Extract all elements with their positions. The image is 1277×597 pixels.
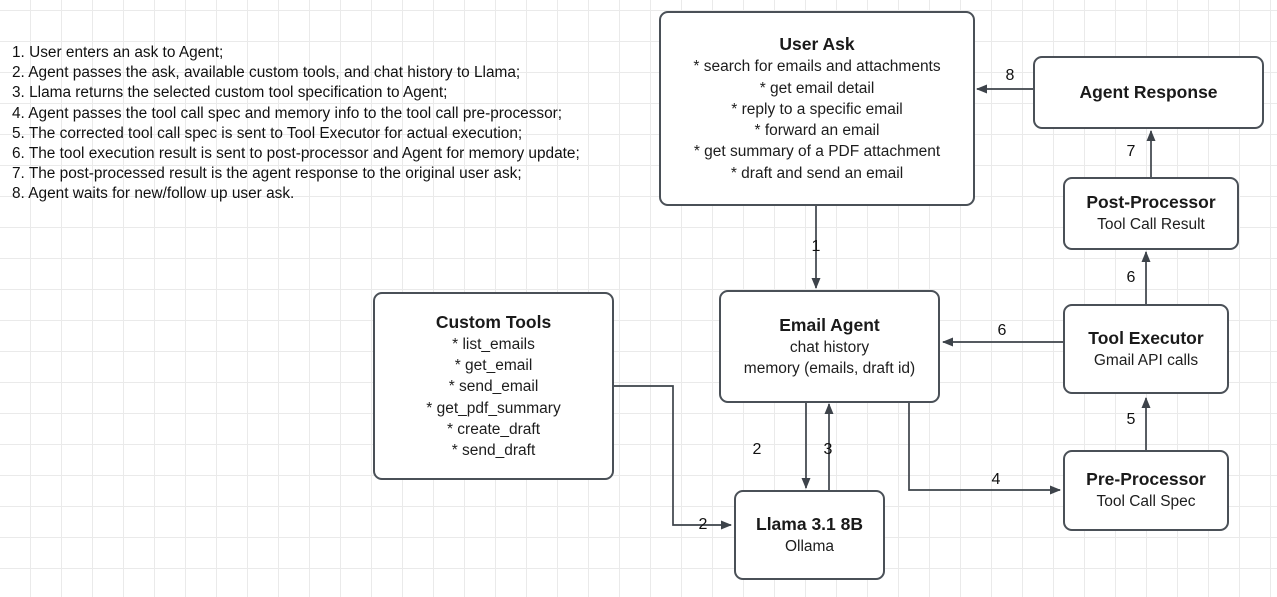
node-line: Tool Call Spec bbox=[1096, 493, 1196, 511]
edge-label-1: 1 bbox=[811, 238, 821, 255]
node-agent-response[interactable]: Agent Response bbox=[1033, 56, 1264, 129]
node-line: * reply to a specific email bbox=[731, 100, 903, 118]
node-line: * send_email bbox=[448, 378, 539, 396]
legend-step: 1. User enters an ask to Agent; bbox=[12, 44, 224, 61]
node-llama[interactable]: Llama 3.1 8B Ollama bbox=[734, 490, 885, 580]
node-line: * get_email bbox=[454, 357, 533, 375]
legend-step: 6. The tool execution result is sent to … bbox=[12, 145, 580, 163]
node-title: Pre-Processor bbox=[1086, 469, 1206, 490]
node-post-processor[interactable]: Post-Processor Tool Call Result bbox=[1063, 177, 1239, 250]
node-title: Post-Processor bbox=[1086, 192, 1216, 213]
node-user-ask[interactable]: User Ask * search for emails and attachm… bbox=[659, 11, 975, 206]
node-line: Ollama bbox=[784, 537, 835, 555]
legend-step: 7. The post-processed result is the agen… bbox=[12, 165, 522, 183]
edge-label-2-tools-llama: 2 bbox=[698, 516, 708, 533]
edge-email-agent-to-pre-processor bbox=[908, 402, 1061, 495]
edge-label-3: 3 bbox=[823, 441, 833, 458]
node-line: chat history bbox=[789, 338, 870, 356]
node-line: Tool Call Result bbox=[1097, 216, 1205, 234]
edge-label-5: 5 bbox=[1126, 411, 1136, 428]
node-line: * search for emails and attachments bbox=[693, 58, 941, 76]
node-line: * forward an email bbox=[754, 122, 880, 140]
node-line: Gmail API calls bbox=[1093, 351, 1199, 369]
node-line: * create_draft bbox=[446, 420, 541, 438]
node-title: User Ask bbox=[779, 34, 855, 55]
node-line: * get_pdf_summary bbox=[426, 399, 561, 417]
node-title: Custom Tools bbox=[435, 311, 552, 332]
node-custom-tools[interactable]: Custom Tools * list_emails * get_email *… bbox=[373, 292, 614, 480]
edge-label-2-agent-llama: 2 bbox=[752, 441, 762, 458]
node-line: * send_draft bbox=[451, 442, 536, 460]
legend-steps: 1. User enters an ask to Agent; 2. Agent… bbox=[12, 43, 580, 205]
legend-step: 5. The corrected tool call spec is sent … bbox=[12, 124, 523, 142]
node-pre-processor[interactable]: Pre-Processor Tool Call Spec bbox=[1063, 450, 1229, 531]
legend-step: 3. Llama returns the selected custom too… bbox=[12, 84, 448, 102]
legend-step: 2. Agent passes the ask, available custo… bbox=[12, 64, 521, 82]
node-line: * draft and send an email bbox=[730, 164, 904, 182]
edge-label-6-executor-agent: 6 bbox=[997, 322, 1007, 339]
node-line: * list_emails bbox=[452, 335, 535, 353]
node-title: Agent Response bbox=[1079, 81, 1218, 102]
node-line: * get summary of a PDF attachment bbox=[693, 143, 941, 161]
edge-label-6-executor-post: 6 bbox=[1126, 269, 1136, 286]
node-tool-executor[interactable]: Tool Executor Gmail API calls bbox=[1063, 304, 1229, 394]
edge-label-7: 7 bbox=[1126, 143, 1136, 160]
node-title: Tool Executor bbox=[1088, 327, 1204, 348]
node-title: Llama 3.1 8B bbox=[756, 513, 863, 534]
legend-step: 4. Agent passes the tool call spec and m… bbox=[12, 104, 563, 122]
legend-step: 8. Agent waits for new/follow up user as… bbox=[12, 185, 295, 203]
node-line: * get email detail bbox=[759, 79, 875, 97]
edge-label-4: 4 bbox=[991, 471, 1001, 488]
edge-label-8: 8 bbox=[1005, 67, 1015, 84]
node-email-agent[interactable]: Email Agent chat history memory (emails,… bbox=[719, 290, 940, 403]
node-line: memory (emails, draft id) bbox=[743, 360, 916, 378]
node-title: Email Agent bbox=[779, 314, 880, 335]
edge-custom-tools-to-llama bbox=[614, 385, 732, 530]
